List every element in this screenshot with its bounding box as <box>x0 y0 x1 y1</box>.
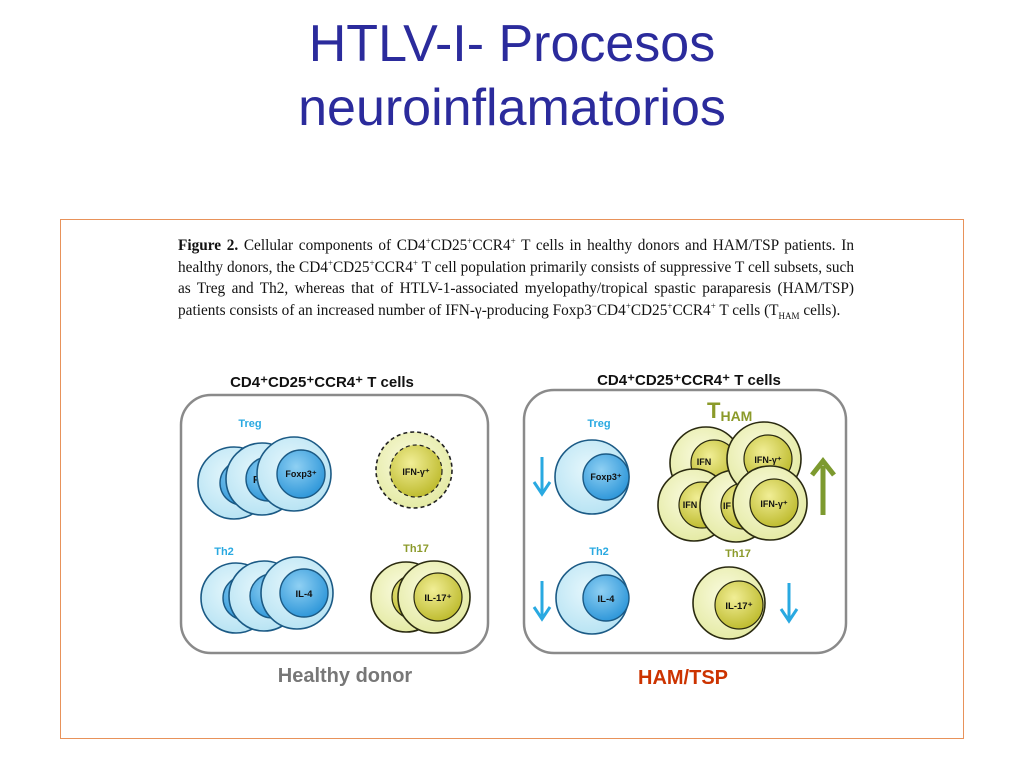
caption-text: CD25 <box>430 237 468 254</box>
healthy-treg-label: Treg <box>238 418 261 430</box>
slide-title-line-1: HTLV-I- Procesos <box>308 15 716 73</box>
ham-treg-marker: Foxp3⁺ <box>590 472 622 482</box>
ham-ifn-marker-1: IFN-γ⁺ <box>754 455 782 465</box>
ham-th17-cell: IL-17⁺ <box>692 566 766 640</box>
caption-text: T cells in healthy donors and HAM/TSP pa… <box>178 237 854 276</box>
ham-ifn-partial-3: IF <box>723 501 732 511</box>
healthy-treg-partial-2: F <box>253 475 259 486</box>
healthy-treg-cell-front: Foxp3⁺ <box>256 436 332 512</box>
caption-sup: + <box>412 257 418 268</box>
ham-ifn-partial-1: IFN <box>697 457 712 467</box>
caption-text: CCR4 <box>374 258 413 276</box>
caption-sup: + <box>510 235 516 246</box>
caption-text: CD25 <box>332 258 370 276</box>
ham-tham-increase-arrow-icon <box>810 456 836 515</box>
caption-sup: + <box>625 300 631 311</box>
ham-th17-decrease-arrow-icon <box>779 583 799 624</box>
figure-caption: Figure 2. Cellular components of CD4+CD2… <box>178 235 854 321</box>
healthy-treg-marker: Foxp3⁺ <box>285 469 317 479</box>
ham-ifn-partial-2: IFN <box>683 500 698 510</box>
caption-text: T cells (T <box>715 301 779 319</box>
healthy-th2-marker: IL-4 <box>296 589 314 600</box>
healthy-footer: Healthy donor <box>278 665 413 687</box>
caption-text: T cell population primarily consists of … <box>178 258 854 319</box>
healthy-header: CD4⁺CD25⁺CCR4⁺ T cells <box>230 374 414 391</box>
ham-th2-marker: IL-4 <box>598 594 616 605</box>
caption-sup: + <box>467 235 473 246</box>
caption-sup: + <box>369 257 375 268</box>
caption-sub: HAM <box>778 310 800 321</box>
ham-treg-cell: Foxp3⁺ <box>554 439 630 515</box>
healthy-th2-cell-front: IL-4 <box>260 556 334 630</box>
caption-sup: + <box>710 300 716 311</box>
ham-header: CD4⁺CD25⁺CCR4⁺ T cells <box>597 372 781 389</box>
healthy-th2-label: Th2 <box>214 546 234 558</box>
caption-sup: + <box>667 300 673 311</box>
healthy-ifn-marker: IFN-γ⁺ <box>402 467 430 477</box>
caption-sup: − <box>591 300 597 311</box>
figure-label: Figure 2. <box>178 237 239 254</box>
caption-text: CD4 <box>596 301 626 319</box>
caption-text: CD25 <box>630 301 668 319</box>
healthy-th17-cell-front: IL-17⁺ <box>397 560 471 634</box>
ham-th2-label: Th2 <box>589 546 609 558</box>
ham-footer: HAM/TSP <box>638 667 728 689</box>
ham-ifn-cell-5: IFN-γ⁺ <box>732 465 808 541</box>
caption-text: cells). <box>799 301 841 319</box>
ham-th2-cell: IL-4 <box>555 561 630 635</box>
ham-treg-decrease-arrow-icon <box>532 457 552 497</box>
caption-sup: + <box>327 257 333 268</box>
ham-ifn-marker-2: IFN-γ⁺ <box>760 499 788 509</box>
healthy-ifn-cell: IFN-γ⁺ <box>375 431 453 509</box>
slide-title-line-2: neuroinflamatorios <box>298 79 726 137</box>
ham-tham-label: THAM <box>707 398 752 424</box>
healthy-th17-marker: IL-17⁺ <box>424 593 451 604</box>
ham-th2-decrease-arrow-icon <box>532 581 552 622</box>
caption-sup: + <box>425 235 431 246</box>
caption-text: Cellular components of CD4 <box>238 237 426 254</box>
caption-text: CCR4 <box>672 301 711 319</box>
caption-text: CCR4 <box>472 237 511 254</box>
ham-th17-label: Th17 <box>725 548 751 560</box>
healthy-th17-label: Th17 <box>403 543 429 555</box>
slide-title: HTLV-I- Procesos neuroinflamatorios <box>0 12 1024 140</box>
ham-th17-marker: IL-17⁺ <box>725 601 752 612</box>
ham-tham-cluster: IFN IFN IF IFN-γ⁺ IFN-γ⁺ <box>657 421 808 543</box>
ham-treg-label: Treg <box>587 418 610 430</box>
